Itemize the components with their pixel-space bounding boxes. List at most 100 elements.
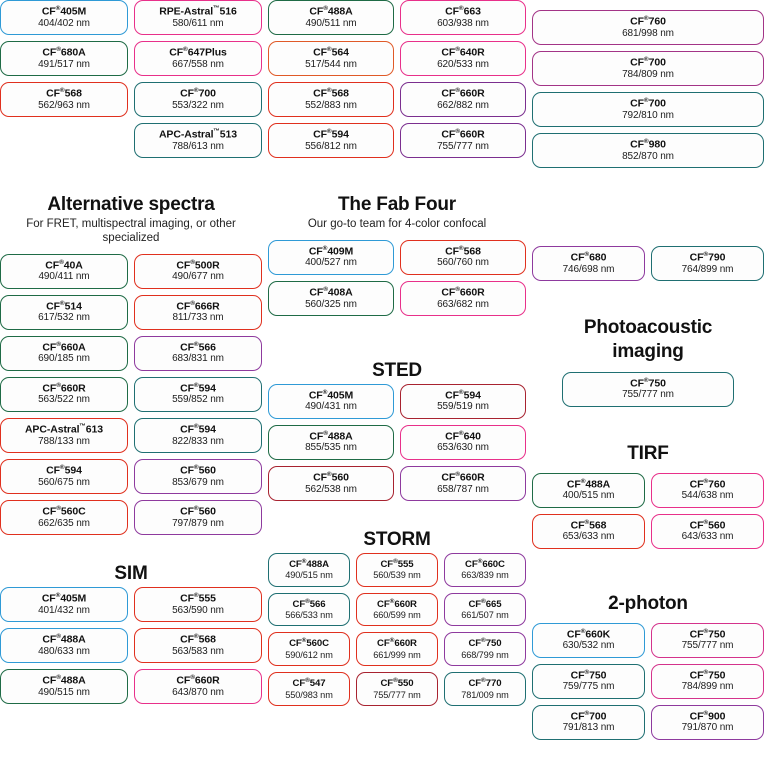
dye-name: APC-Astral™513 — [158, 128, 238, 141]
trademark-symbol: ® — [305, 677, 310, 685]
dye-name: CF®568 — [46, 87, 82, 100]
dye-excitation-emission: 490/677 nm — [172, 271, 224, 283]
dye-excitation-emission: 660/599 nm — [373, 609, 421, 620]
dye-excitation-emission: 556/812 nm — [305, 140, 357, 152]
dye-excitation-emission: 559/519 nm — [437, 401, 489, 413]
dye-name: CF®547 — [292, 677, 326, 690]
trademark-symbol: ® — [56, 340, 61, 348]
dye-excitation-emission: 661/507 nm — [461, 609, 509, 620]
trademark-symbol: ® — [193, 340, 199, 348]
trademark-symbol: ® — [59, 299, 65, 307]
section-title-two-photon: 2-photon — [608, 592, 688, 614]
trademark-symbol: ® — [56, 674, 61, 682]
dye-name: CF®566 — [292, 597, 326, 610]
trademark-symbol: ® — [56, 505, 61, 513]
spacer — [532, 178, 764, 212]
dye-excitation-emission: 653/630 nm — [437, 442, 489, 454]
trademark-symbol: ® — [323, 285, 328, 293]
trademark-symbol: ® — [455, 46, 460, 54]
trademark-symbol: ® — [393, 677, 398, 685]
dye-name: APC-Astral™613 — [24, 422, 104, 436]
section-title-photoacoustic-line2: imaging — [612, 340, 684, 362]
dye-name: CF®560C — [289, 637, 329, 650]
dye-name: CF®660R — [441, 128, 485, 141]
